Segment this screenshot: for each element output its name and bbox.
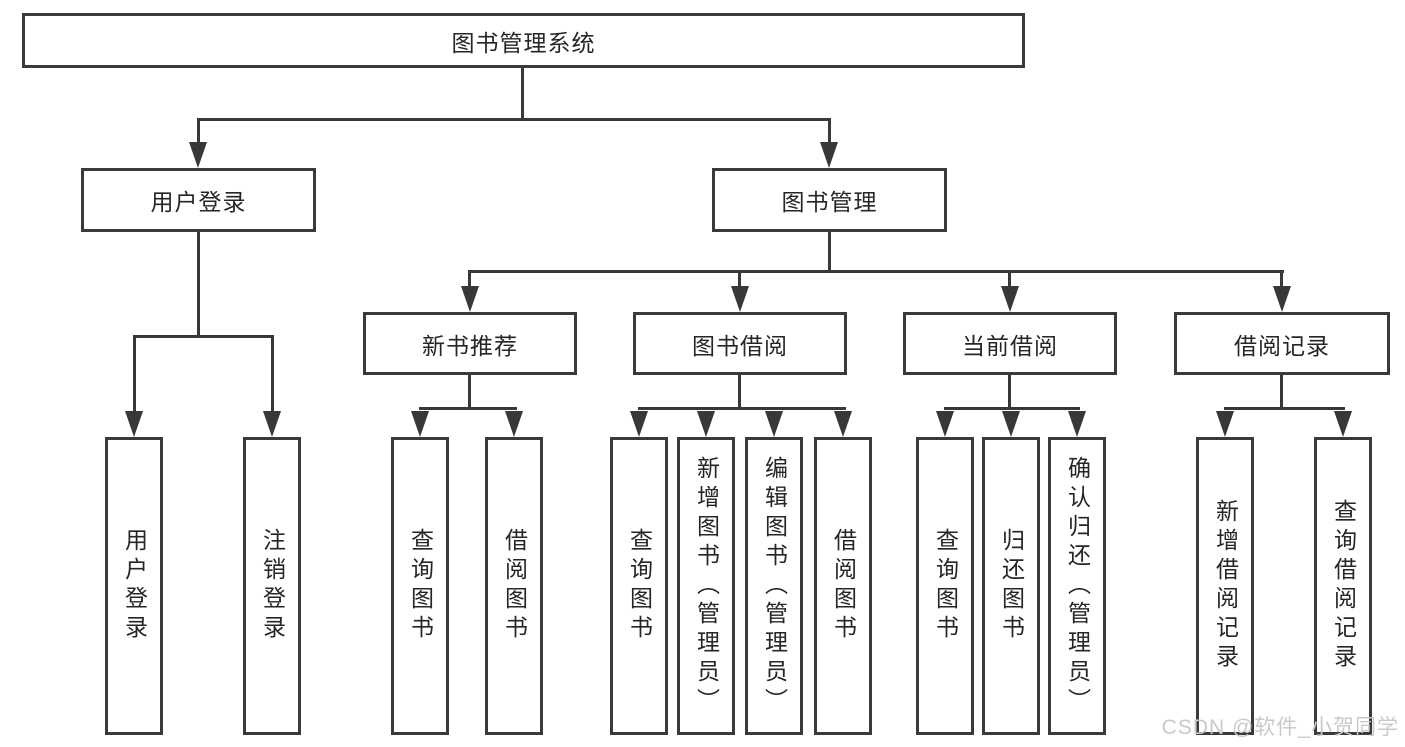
leaf-label: 查询图书 bbox=[626, 528, 653, 644]
leaf-bb-query-book: 查询图书 bbox=[610, 437, 668, 735]
connector-vline bbox=[197, 118, 200, 146]
arrowhead-down bbox=[505, 411, 523, 437]
csdn-watermark: CSDN @软件_小贺同学 bbox=[1161, 716, 1399, 739]
arrowhead-down bbox=[125, 411, 143, 437]
connector-vline bbox=[133, 335, 136, 413]
leaf-label: 查询图书 bbox=[932, 528, 959, 644]
connector-vline bbox=[1008, 374, 1011, 409]
connector-vline bbox=[197, 232, 200, 337]
leaf-label: 查询借阅记录 bbox=[1330, 499, 1357, 673]
node-book-management: 图书管理 bbox=[712, 168, 947, 232]
node-book-borrow: 图书借阅 bbox=[633, 312, 847, 375]
arrowhead-down bbox=[411, 411, 429, 437]
leaf-br-add-record: 新增借阅记录 bbox=[1196, 437, 1254, 735]
leaf-label: 新增借阅记录 bbox=[1212, 499, 1239, 673]
leaf-cb-confirm-return-admin: 确认归还（管理员） bbox=[1048, 437, 1106, 735]
connector-hline bbox=[1224, 407, 1345, 410]
node-borrow-record: 借阅记录 bbox=[1174, 312, 1390, 375]
connector-hline bbox=[419, 407, 517, 410]
arrowhead-down bbox=[936, 411, 954, 437]
connector-vline bbox=[521, 66, 524, 119]
connector-vline bbox=[1280, 374, 1283, 409]
node-root: 图书管理系统 bbox=[22, 13, 1025, 68]
arrowhead-down bbox=[1001, 286, 1019, 312]
connector-vline bbox=[1008, 270, 1011, 288]
connector-vline bbox=[1280, 270, 1283, 288]
leaf-label: 借阅图书 bbox=[830, 528, 857, 644]
connector-hline bbox=[133, 335, 274, 338]
arrowhead-down bbox=[1002, 411, 1020, 437]
leaf-label: 注销登录 bbox=[259, 528, 286, 644]
arrowhead-down bbox=[630, 411, 648, 437]
leaf-bb-add-book-admin: 新增图书（管理员） bbox=[677, 437, 735, 735]
connector-vline bbox=[828, 118, 831, 146]
connector-vline bbox=[828, 232, 831, 272]
arrowhead-down bbox=[1273, 286, 1291, 312]
leaf-label: 用户登录 bbox=[121, 528, 148, 644]
node-label: 新书推荐 bbox=[422, 332, 518, 359]
leaf-user-login: 用户登录 bbox=[105, 437, 163, 735]
arrowhead-down bbox=[189, 142, 207, 168]
leaf-br-query-record: 查询借阅记录 bbox=[1314, 437, 1372, 735]
arrowhead-down bbox=[765, 411, 783, 437]
connector-hline bbox=[638, 407, 846, 410]
node-label: 借阅记录 bbox=[1234, 332, 1330, 359]
leaf-label: 归还图书 bbox=[998, 528, 1025, 644]
leaf-bb-borrow-book: 借阅图书 bbox=[814, 437, 872, 735]
leaf-bb-edit-book-admin: 编辑图书（管理员） bbox=[745, 437, 803, 735]
leaf-nbr-borrow-book: 借阅图书 bbox=[485, 437, 543, 735]
connector-hline bbox=[944, 407, 1080, 410]
connector-vline bbox=[468, 374, 471, 409]
leaf-label: 查询图书 bbox=[407, 528, 434, 644]
connector-vline bbox=[468, 270, 471, 288]
node-label: 当前借阅 bbox=[962, 332, 1058, 359]
leaf-label: 确认归还（管理员） bbox=[1064, 455, 1091, 717]
node-label: 图书借阅 bbox=[692, 332, 788, 359]
node-label: 用户登录 bbox=[150, 189, 247, 215]
node-user-login: 用户登录 bbox=[81, 168, 316, 232]
arrowhead-down bbox=[461, 286, 479, 312]
connector-vline bbox=[738, 270, 741, 288]
node-label: 图书管理 bbox=[781, 189, 878, 215]
leaf-label: 新增图书（管理员） bbox=[693, 455, 720, 717]
leaf-cb-query-book: 查询图书 bbox=[916, 437, 974, 735]
node-root-label: 图书管理系统 bbox=[451, 29, 596, 56]
arrowhead-down bbox=[1334, 411, 1352, 437]
arrowhead-down bbox=[820, 142, 838, 168]
leaf-cb-return-book: 归还图书 bbox=[982, 437, 1040, 735]
leaf-logout: 注销登录 bbox=[243, 437, 301, 735]
node-current-borrow: 当前借阅 bbox=[903, 312, 1117, 375]
node-new-book-recommend: 新书推荐 bbox=[363, 312, 577, 375]
connector-vline bbox=[271, 335, 274, 413]
connector-hline bbox=[468, 270, 1284, 273]
leaf-nbr-query-book: 查询图书 bbox=[391, 437, 449, 735]
arrowhead-down bbox=[1068, 411, 1086, 437]
arrowhead-down bbox=[1216, 411, 1234, 437]
leaf-label: 编辑图书（管理员） bbox=[761, 455, 788, 717]
arrowhead-down bbox=[834, 411, 852, 437]
arrowhead-down bbox=[697, 411, 715, 437]
connector-vline bbox=[738, 374, 741, 409]
arrowhead-down bbox=[263, 411, 281, 437]
arrowhead-down bbox=[731, 286, 749, 312]
connector-hline bbox=[197, 118, 831, 121]
leaf-label: 借阅图书 bbox=[501, 528, 528, 644]
